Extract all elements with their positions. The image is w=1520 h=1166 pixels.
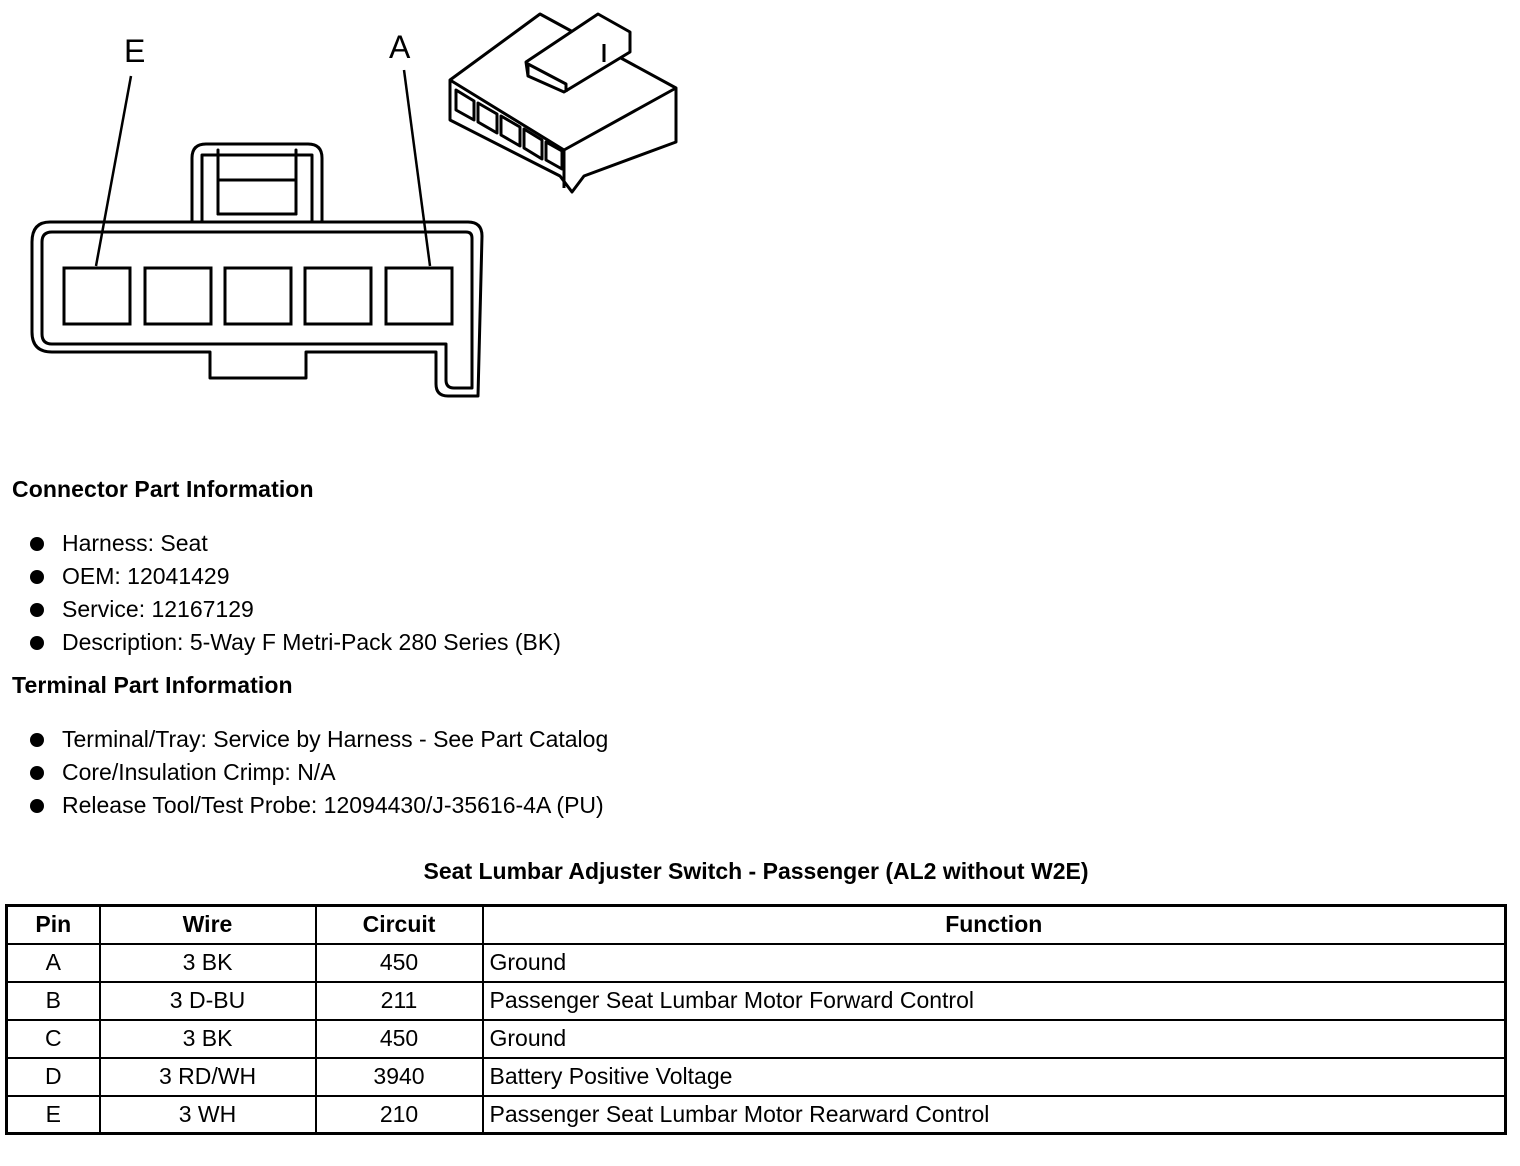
connector-diagram: E A	[30, 12, 678, 398]
cavity-c	[223, 266, 293, 326]
bullet-icon	[30, 636, 44, 650]
table-row: A 3 BK 450 Ground	[5, 942, 1507, 983]
terminal-info-list: Terminal/Tray: Service by Harness - See …	[28, 723, 608, 822]
cell-pin: B	[5, 980, 101, 1021]
cell-circuit: 3940	[314, 1056, 484, 1097]
bullet-icon	[30, 603, 44, 617]
table-row: D 3 RD/WH 3940 Battery Positive Voltage	[5, 1056, 1507, 1097]
connector-info-list: Harness: Seat OEM: 12041429 Service: 121…	[28, 527, 561, 659]
leader-line-e	[94, 75, 133, 267]
list-item: Release Tool/Test Probe: 12094430/J-3561…	[28, 789, 608, 822]
cell-pin: A	[5, 942, 101, 983]
pin-label-e: E	[124, 33, 145, 69]
connector-latch	[190, 142, 324, 224]
list-item: Service: 12167129	[28, 593, 561, 626]
cavity-d	[143, 266, 213, 326]
cell-function: Battery Positive Voltage	[481, 1056, 1507, 1097]
bullet-icon	[30, 537, 44, 551]
column-header-function: Function	[481, 904, 1507, 945]
list-item: OEM: 12041429	[28, 560, 561, 593]
table-row: B 3 D-BU 211 Passenger Seat Lumbar Motor…	[5, 980, 1507, 1021]
list-item: Description: 5-Way F Metri-Pack 280 Seri…	[28, 626, 561, 659]
cell-pin: C	[5, 1018, 101, 1059]
connector-body	[30, 220, 484, 398]
table-title: Seat Lumbar Adjuster Switch - Passenger …	[423, 858, 1089, 884]
column-header-wire: Wire	[98, 904, 317, 945]
cell-circuit: 450	[314, 942, 484, 983]
cell-wire: 3 BK	[98, 942, 317, 983]
column-header-pin: Pin	[5, 904, 101, 945]
bullet-icon	[30, 766, 44, 780]
table-row: C 3 BK 450 Ground	[5, 1018, 1507, 1059]
cell-pin: D	[5, 1056, 101, 1097]
cavity-a	[384, 266, 454, 326]
cell-function: Passenger Seat Lumbar Motor Rearward Con…	[481, 1094, 1507, 1135]
bullet-icon	[30, 570, 44, 584]
column-header-circuit: Circuit	[314, 904, 484, 945]
bullet-icon	[30, 799, 44, 813]
cell-wire: 3 RD/WH	[98, 1056, 317, 1097]
table-header-row: Pin Wire Circuit Function	[5, 904, 1507, 945]
connector-isometric-view	[448, 12, 678, 194]
connector-info-title: Connector Part Information	[12, 476, 314, 502]
list-item: Terminal/Tray: Service by Harness - See …	[28, 723, 608, 756]
cell-function: Passenger Seat Lumbar Motor Forward Cont…	[481, 980, 1507, 1021]
cell-circuit: 211	[314, 980, 484, 1021]
cell-circuit: 210	[314, 1094, 484, 1135]
pin-label-a: A	[389, 29, 411, 65]
pinout-table: Pin Wire Circuit Function A 3 BK 450 Gro…	[5, 904, 1507, 1135]
cavity-e	[62, 266, 132, 326]
cell-function: Ground	[481, 1018, 1507, 1059]
list-item: Core/Insulation Crimp: N/A	[28, 756, 608, 789]
cell-function: Ground	[481, 942, 1507, 983]
bullet-icon	[30, 733, 44, 747]
table-row: E 3 WH 210 Passenger Seat Lumbar Motor R…	[5, 1094, 1507, 1135]
list-item: Harness: Seat	[28, 527, 561, 560]
cell-circuit: 450	[314, 1018, 484, 1059]
leader-line-a	[402, 69, 432, 267]
cell-pin: E	[5, 1094, 101, 1135]
cell-wire: 3 BK	[98, 1018, 317, 1059]
cell-wire: 3 WH	[98, 1094, 317, 1135]
cell-wire: 3 D-BU	[98, 980, 317, 1021]
cavity-b	[303, 266, 373, 326]
terminal-info-title: Terminal Part Information	[12, 672, 293, 698]
